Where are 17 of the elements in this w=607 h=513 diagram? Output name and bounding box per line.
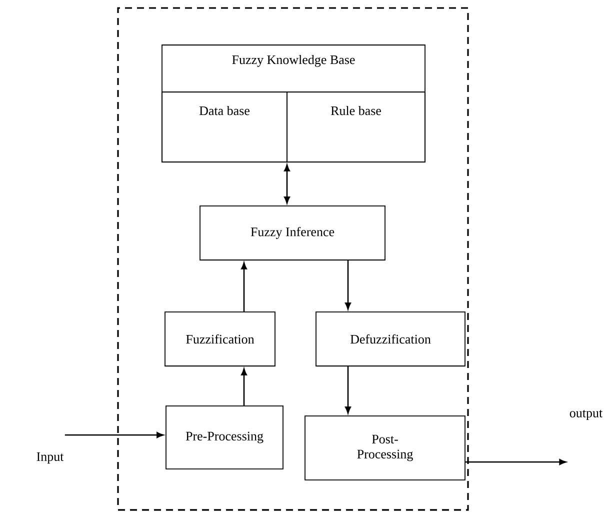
table-cell: Rule base (286, 92, 426, 162)
arrow (465, 458, 566, 465)
io-label: output (570, 410, 603, 420)
arrow (241, 368, 247, 406)
arrow (345, 366, 351, 414)
dashed-boundary (117, 7, 469, 511)
process-box: Fuzzification (164, 312, 276, 366)
arrow (284, 164, 290, 204)
process-box: Pre-Processing (166, 406, 284, 470)
arrow (64, 432, 164, 438)
process-box: Defuzzification (316, 312, 466, 366)
table-cell: Data base (162, 92, 288, 162)
process-box: Post- Processing (304, 416, 466, 480)
arrow (241, 262, 247, 312)
arrow (345, 260, 351, 310)
io-label: Input (36, 452, 64, 464)
process-box: Fuzzy Inference (200, 206, 386, 260)
